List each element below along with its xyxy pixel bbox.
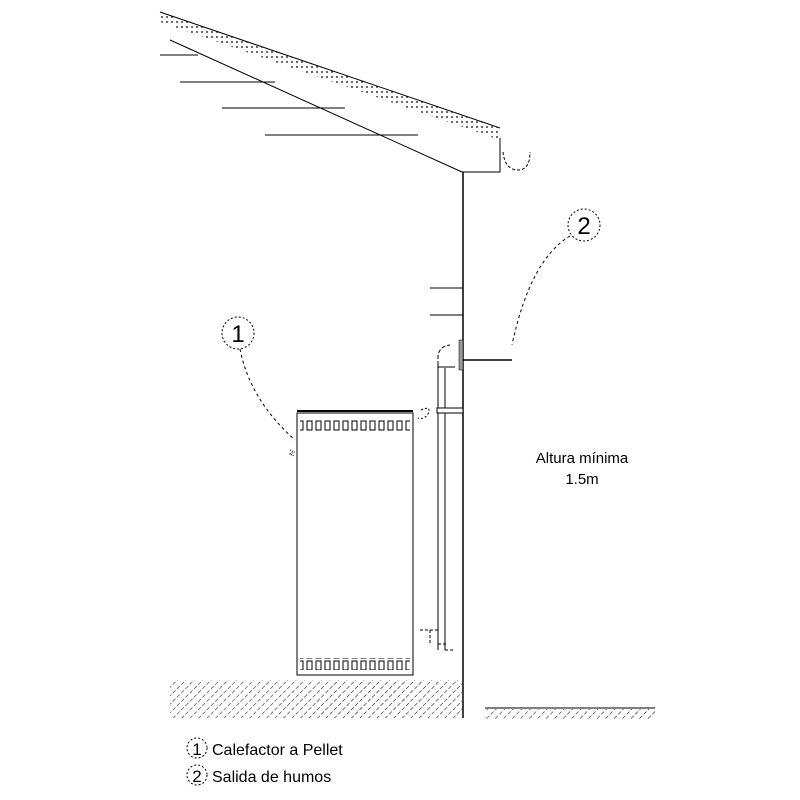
- callout-2-number: 2: [577, 213, 590, 240]
- callout-2: 2: [511, 208, 601, 346]
- flue-pipe: [420, 339, 512, 651]
- legend-2-number: 2: [192, 767, 201, 786]
- min-height-value: 1.5m: [565, 471, 598, 488]
- roof: [159, 11, 531, 173]
- legend-2-label: Salida de humos: [212, 769, 331, 786]
- fascia: [462, 138, 501, 173]
- wall: [430, 172, 464, 718]
- ground: [170, 680, 655, 719]
- callout-1: 1: [221, 316, 296, 441]
- legend-1-number: 1: [192, 740, 201, 759]
- legend: 1 Calefactor a Pellet 2 Salida de humos: [186, 737, 343, 786]
- gutter: [502, 151, 531, 171]
- min-height-label: Altura mínima: [536, 450, 629, 467]
- legend-1-label: Calefactor a Pellet: [212, 742, 343, 759]
- pellet-stove: [288, 407, 430, 676]
- callout-1-number: 1: [231, 321, 244, 348]
- roof-tiles: [160, 12, 500, 140]
- roof-underside: [169, 39, 463, 173]
